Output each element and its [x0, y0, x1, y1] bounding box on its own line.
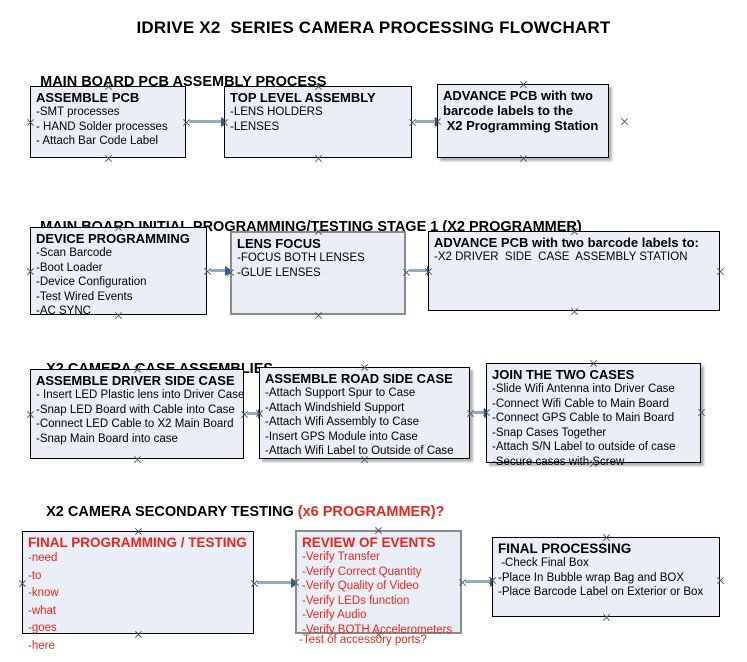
node-title-line: X2 Programming Station	[443, 118, 599, 133]
node-title: LENS FOCUS	[237, 236, 321, 251]
node-line: -Verify LEDs function	[302, 594, 410, 607]
node-line: -what	[28, 604, 57, 617]
node-title: ASSEMBLE ROAD SIDE CASE	[265, 371, 453, 386]
node-line: -Attach Wifi Label to Outside of Case	[265, 445, 454, 457]
node-assemble-driver-side-case[interactable]: ASSEMBLE DRIVER SIDE CASE - Insert LED P…	[30, 369, 244, 459]
node-join-the-two-cases[interactable]: JOIN THE TWO CASES -Slide Wifi Antenna i…	[486, 363, 701, 468]
arrow-head-icon	[225, 265, 233, 276]
node-line: -Connect LED Cable to X2 Main Board	[36, 418, 234, 430]
node-line: -LENS HOLDERS	[230, 106, 323, 118]
node-line: -Verify BOTH Accelerometers	[302, 623, 453, 636]
node-line: -Device Configuration	[36, 276, 147, 288]
node-title: TOP LEVEL ASSEMBLY	[230, 90, 376, 105]
node-device-programming[interactable]: DEVICE PROGRAMMING -Scan Barcode -Boot L…	[30, 227, 207, 317]
node-line: -Connect GPS Cable to Main Board	[492, 412, 675, 424]
node-line: -SMT processes	[36, 106, 120, 118]
node-assemble-road-side-case[interactable]: ASSEMBLE ROAD SIDE CASE -Attach Support …	[259, 367, 470, 459]
node-line: -Attach Wifi Assembly to Case	[265, 416, 420, 428]
node-line: -Secure cases with Screw	[492, 455, 625, 468]
node-line: -Attach Windshield Support	[265, 401, 405, 414]
node-line: -Verify Audio	[302, 609, 367, 621]
node-line: -Boot Loader	[36, 261, 103, 274]
page-title: IDRIVE X2 SERIES CAMERA PROCESSING FLOWC…	[136, 18, 611, 37]
node-line: -AC SYNC	[36, 305, 91, 317]
node-line: -Insert GPS Module into Case	[265, 430, 418, 443]
node-line: - Insert LED Plastic lens into Driver Ca…	[36, 389, 245, 401]
node-line: -need	[28, 552, 58, 564]
node-final-processing[interactable]: FINAL PROCESSING -Check Final Box -Place…	[492, 537, 720, 617]
node-title: REVIEW OF EVENTS	[302, 535, 436, 550]
node-advance-pcb-driver-side-case[interactable]: ADVANCE PCB with two barcode labels to: …	[428, 231, 720, 311]
node-line: - HAND Solder processes	[36, 120, 168, 133]
arrow-device-programming-to-lens-focus	[210, 265, 233, 276]
node-title: ASSEMBLE DRIVER SIDE CASE	[36, 373, 235, 388]
connector-handle-right[interactable]	[620, 117, 629, 126]
node-line: -Verify Transfer	[302, 551, 380, 563]
arrow-lens-focus-to-advance-pcb	[409, 265, 435, 276]
node-final-programming-testing[interactable]: FINAL PROGRAMMING / TESTING -need -to -k…	[22, 531, 254, 652]
node-line: -to	[28, 569, 42, 582]
node-line: -FOCUS BOTH LENSES	[237, 252, 365, 264]
node-line: -goes	[28, 622, 57, 634]
node-line: -Place Barcode Label on Exterior or Box	[498, 586, 704, 598]
node-title: ADVANCE PCB with two	[443, 88, 593, 103]
node-line: -Attach Support Spur to Case	[265, 387, 416, 399]
node-line: -Connect Wifi Cable to Main Board	[492, 397, 670, 410]
node-line: -Verify Correct Quantity	[302, 565, 422, 578]
node-line: -Check Final Box	[498, 557, 589, 569]
node-line: -here	[28, 639, 55, 652]
node-line: -Test Wired Events	[36, 290, 133, 303]
node-title: FINAL PROGRAMMING / TESTING	[28, 535, 247, 550]
node-line: -Snap LED Board with Cable into Case	[36, 403, 235, 416]
node-line: -LENSES	[230, 120, 280, 133]
node-title: ADVANCE PCB with two barcode labels to:	[434, 235, 699, 250]
node-lens-focus[interactable]: LENS FOCUS -FOCUS BOTH LENSES -GLUE LENS…	[230, 231, 406, 315]
node-line: -Scan Barcode	[36, 247, 113, 259]
node-overflow-line-review-of-events: -Test of accessory ports?	[299, 634, 427, 646]
node-line: -GLUE LENSES	[237, 266, 321, 279]
section-heading-red-note: (x6 PROGRAMMER)?	[297, 504, 445, 520]
arrow-top-level-assembly-to-advance-pcb	[415, 116, 443, 127]
arrow-driver-side-to-road-side	[247, 408, 266, 419]
node-line: -Attach S/N Label to outside of case	[492, 441, 676, 453]
node-line: -X2 DRIVER SIDE CASE ASSEMBLY STATION	[434, 251, 688, 263]
node-title: FINAL PROCESSING	[498, 541, 632, 556]
node-review-of-events[interactable]: REVIEW OF EVENTS -Verify Transfer -Verif…	[295, 530, 462, 636]
node-top-level-assembly[interactable]: TOP LEVEL ASSEMBLY -LENS HOLDERS -LENSES	[224, 86, 412, 158]
node-line: -Place In Bubble wrap Bag and BOX	[498, 571, 685, 584]
node-line: -Slide Wifi Antenna into Driver Case	[492, 383, 675, 395]
node-line: -Snap Cases Together	[492, 426, 607, 439]
node-line: - Attach Bar Code Label	[36, 135, 159, 147]
section-heading-text: X2 CAMERA SECONDARY TESTING	[46, 504, 298, 520]
node-title: ASSEMBLE PCB	[36, 90, 140, 105]
arrow-assemble-pcb-to-top-level-assembly	[189, 116, 229, 127]
node-line: -know	[28, 587, 59, 599]
node-assemble-pcb[interactable]: ASSEMBLE PCB -SMT processes - HAND Solde…	[30, 86, 186, 158]
arrow-final-programming-to-review-of-events	[257, 577, 299, 588]
node-title: JOIN THE TWO CASES	[492, 367, 635, 382]
node-title-line: barcode labels to the	[443, 103, 574, 118]
arrow-road-side-to-join-cases	[473, 407, 492, 418]
arrow-review-of-events-to-final-processing	[465, 576, 498, 587]
node-advance-pcb-programming-station[interactable]: ADVANCE PCB with two barcode labels to t…	[437, 84, 609, 158]
section-heading-x2-camera-secondary-testing: X2 CAMERA SECONDARY TESTING (x6 PROGRAMM…	[30, 488, 444, 536]
node-title: DEVICE PROGRAMMING	[36, 231, 190, 246]
node-line: -Snap Main Board into case	[36, 432, 178, 445]
node-line: -Verify Quality of Video	[302, 580, 419, 592]
